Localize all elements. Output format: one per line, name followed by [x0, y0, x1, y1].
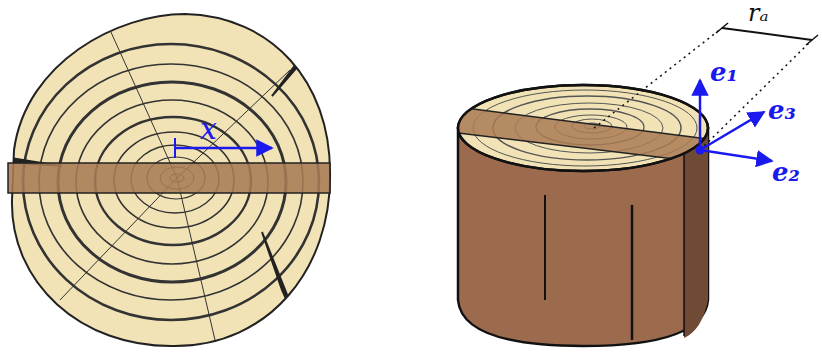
crack	[262, 232, 300, 330]
bark-crack	[544, 195, 546, 300]
crack	[110, 30, 177, 178]
basis-vectors	[696, 80, 773, 161]
x-axis-arrow	[175, 147, 272, 150]
stump	[450, 85, 716, 346]
dotted-leader	[700, 40, 812, 150]
crack	[272, 58, 305, 96]
top-rings	[450, 90, 716, 166]
crack	[177, 178, 215, 340]
log-cross-section	[8, 14, 330, 346]
dimension-tick	[716, 23, 728, 33]
e1-arrow	[699, 80, 702, 150]
dotted-leader	[594, 28, 722, 128]
origin-dot	[696, 146, 705, 155]
bark-crack	[631, 205, 634, 340]
e3-arrow	[700, 112, 764, 150]
bark-crack	[683, 152, 685, 336]
crack	[177, 70, 290, 178]
dimension-label: rₐ	[748, 0, 768, 26]
axis-label: x	[200, 112, 217, 145]
basis-vector-label: e₃	[768, 96, 796, 125]
radius-dimension	[594, 23, 818, 150]
dimension-line	[722, 28, 812, 40]
dimension-tick	[806, 35, 818, 45]
stump-top-rim	[458, 85, 708, 171]
crack	[60, 178, 177, 300]
basis-vector-label: e₂	[772, 158, 800, 187]
e2-arrow	[700, 150, 772, 161]
plank-band	[450, 106, 716, 164]
basis-vector-label: e₁	[710, 58, 738, 87]
stump-shade	[684, 128, 708, 338]
plank-band	[8, 163, 330, 193]
